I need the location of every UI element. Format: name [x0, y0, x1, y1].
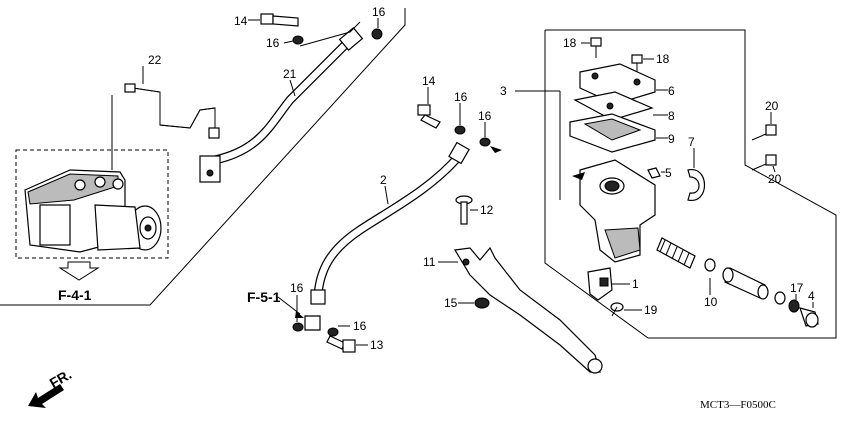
brake-hose-2: [304, 141, 470, 331]
callout-11: 11: [423, 255, 436, 269]
abs-modulator-unit: [15, 149, 169, 259]
washer-16-low-a: [292, 322, 304, 332]
callout-4: 4: [808, 289, 815, 303]
holder-7: [687, 169, 706, 201]
master-cylinder-frame: [544, 29, 837, 339]
bolt-14-top: [260, 13, 299, 27]
ref-f51: F-5-1: [247, 289, 281, 305]
callout-10: 10: [704, 295, 718, 309]
bolt-14-mid: [417, 104, 441, 129]
front-arrow-icon: [28, 384, 64, 408]
callout-15: 15: [444, 296, 458, 310]
callout-12: 12: [480, 203, 494, 217]
reservoir-cap-6: [579, 63, 656, 105]
piston-set-10: [656, 237, 786, 305]
boot-4: [799, 307, 819, 328]
master-cylinder-body: [579, 159, 656, 263]
callout-18-b: 18: [656, 52, 670, 66]
circlip-17: [788, 299, 800, 313]
callout-3: 3: [500, 84, 507, 98]
plate-8: [573, 91, 654, 121]
callout-16-f: 16: [353, 319, 367, 333]
down-arrow-icon: [58, 261, 100, 281]
washer-16-mid-a: [454, 125, 466, 135]
callout-13: 13: [370, 338, 384, 352]
callout-16-e: 16: [290, 281, 304, 295]
callout-6: 6: [668, 84, 675, 98]
callout-16-a: 16: [266, 36, 280, 50]
screw-18-left: [590, 37, 602, 58]
nut-15: [474, 297, 490, 309]
front-label: FR.: [47, 366, 75, 391]
brake-lever-11: [454, 246, 603, 374]
callout-14-top: 14: [234, 14, 248, 28]
callout-22: 22: [148, 53, 162, 67]
washer-16-top-a: [292, 35, 304, 45]
bolt-20-top: [751, 124, 777, 141]
callout-18-a: 18: [563, 36, 577, 50]
washer-16-mid-b: [479, 137, 491, 147]
brake-hose-21: [199, 21, 364, 183]
switch-1: [587, 267, 613, 301]
callout-21: 21: [283, 67, 297, 81]
callout-2: 2: [380, 173, 387, 187]
screw-19: [610, 302, 624, 317]
callout-5: 5: [665, 166, 672, 180]
section-divider: [0, 8, 406, 306]
callout-20-a: 20: [765, 99, 779, 113]
diagram-code: MCT3—F0500C: [700, 399, 776, 411]
callout-14-mid: 14: [422, 74, 436, 88]
callout-16-c: 16: [454, 90, 468, 104]
callout-9: 9: [668, 132, 675, 146]
callout-20-b: 20: [768, 172, 782, 186]
washer-16-top-b: [371, 28, 383, 40]
callout-16-d: 16: [478, 109, 492, 123]
callout-8: 8: [668, 109, 675, 123]
bolt-20-bottom: [751, 154, 777, 171]
callout-17: 17: [790, 281, 804, 295]
ref-f41: F-4-1: [58, 287, 92, 303]
washer-16-low-b: [327, 327, 339, 337]
callout-16-b: 16: [372, 5, 386, 19]
brake-pipe-22: [124, 83, 220, 139]
bleeder-bolt-12: [455, 195, 473, 225]
callout-7: 7: [688, 135, 695, 149]
callout-19: 19: [644, 303, 658, 317]
screw-5: [647, 167, 661, 179]
bolt-13: [326, 335, 356, 353]
diaphragm-9: [569, 113, 656, 153]
callout-1: 1: [632, 277, 639, 291]
